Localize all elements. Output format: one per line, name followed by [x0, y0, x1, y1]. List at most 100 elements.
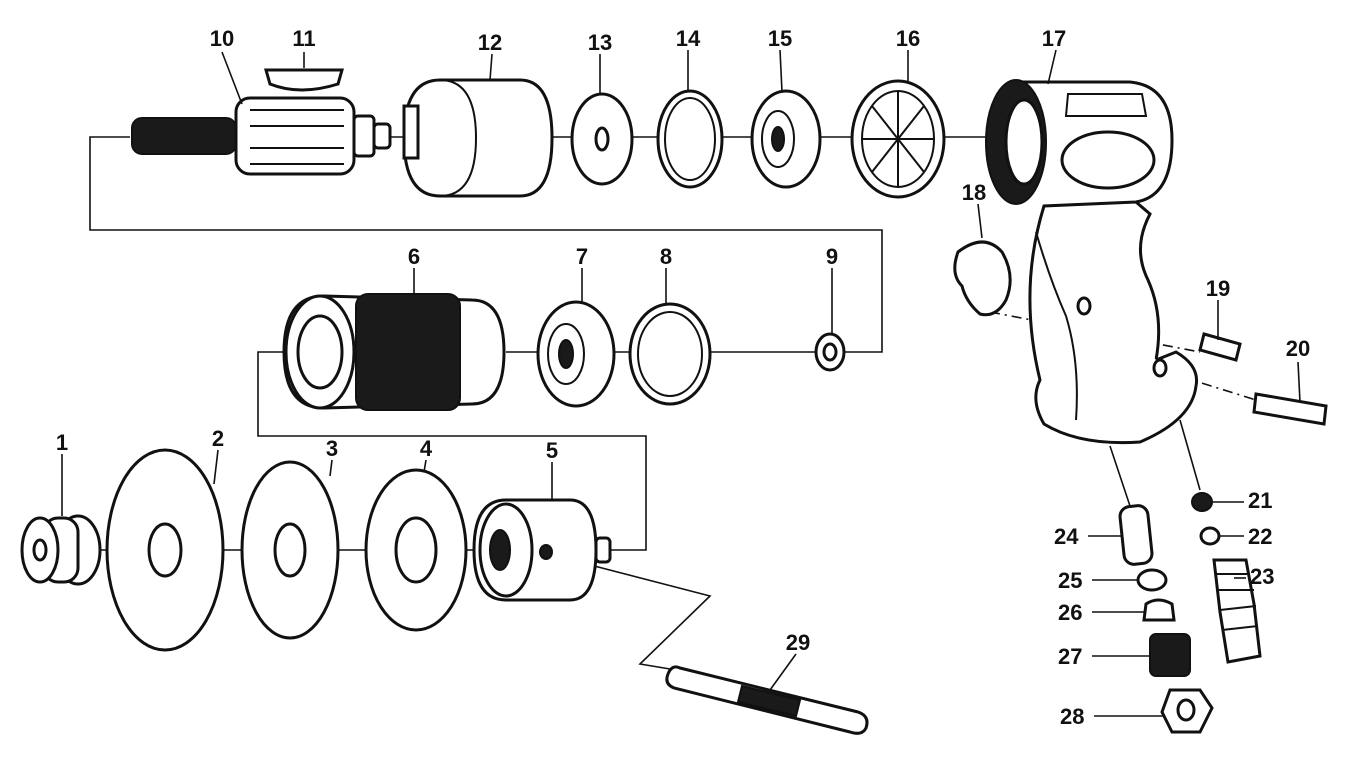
part-13-end-plate — [570, 92, 634, 186]
pin-19-body — [1198, 332, 1242, 362]
ring-outer — [656, 89, 724, 189]
callout-1: 1 — [56, 430, 68, 455]
callout-4: 4 — [420, 436, 433, 461]
callout-labels: 1 2 3 4 5 6 7 8 9 10 11 12 13 14 15 16 1… — [56, 26, 1310, 729]
trigger-body — [953, 240, 1012, 317]
part-18-trigger — [953, 240, 1012, 317]
cylinder-slot — [402, 104, 420, 160]
spindle5-bore — [489, 529, 511, 571]
part-7-bearing — [536, 300, 616, 408]
part-11-vane — [264, 68, 344, 92]
callout-16: 16 — [896, 26, 920, 51]
route-part5-to-part29 — [547, 553, 712, 673]
leader-18 — [977, 203, 983, 239]
callout-26: 26 — [1058, 600, 1082, 625]
bearing-race — [761, 110, 795, 168]
nut-28-bore — [1176, 698, 1196, 722]
housing-pin-hole-2 — [1152, 358, 1168, 378]
part-22-seal — [1199, 526, 1221, 546]
part-16-muffler-ring — [850, 79, 946, 199]
leader-10 — [221, 51, 243, 105]
spindle5-hole — [539, 544, 553, 560]
leader-3 — [329, 459, 333, 477]
callout-18: 18 — [962, 180, 986, 205]
callout-2: 2 — [212, 426, 224, 451]
part-17-housing — [985, 79, 1199, 445]
callout-27: 27 — [1058, 644, 1082, 669]
callout-23: 23 — [1250, 564, 1274, 589]
part-19-pin — [1198, 332, 1242, 362]
part-29-wrench — [665, 665, 869, 735]
housing-pin-hole-1 — [1076, 296, 1092, 316]
part-12-cylinder — [402, 78, 554, 198]
route-middle-to-bottom — [257, 351, 647, 551]
leader-12 — [489, 53, 493, 81]
plug-21-axis — [1179, 419, 1201, 491]
part-14-ring — [656, 89, 724, 189]
part-3-disc — [240, 460, 340, 640]
disc3-bore — [273, 522, 307, 578]
callout-12: 12 — [478, 30, 502, 55]
washer9-bore — [822, 342, 838, 362]
part-5-spindle-housing — [472, 498, 612, 602]
bearing7-outer — [536, 300, 616, 408]
part-8-ring — [628, 302, 712, 406]
part-9-washer — [814, 332, 846, 372]
pin-20-body — [1252, 392, 1328, 426]
bearing7-bore — [558, 339, 574, 369]
part-4-flange — [364, 468, 468, 632]
rotor-end-stub — [372, 122, 392, 150]
ring8-outer — [628, 302, 712, 406]
callout-20: 20 — [1286, 336, 1310, 361]
callout-8: 8 — [660, 244, 672, 269]
disc2-bore — [147, 522, 183, 578]
cyl6-knurled-band — [355, 293, 461, 411]
rotor-threaded-shaft — [131, 117, 237, 155]
ring-inner — [664, 97, 716, 181]
plate-bore — [594, 126, 610, 152]
part-23-fitting — [1212, 558, 1262, 664]
cylinder-body — [402, 78, 554, 198]
callout-25: 25 — [1058, 568, 1082, 593]
part-2-disc — [105, 448, 225, 652]
callout-3: 3 — [326, 436, 338, 461]
part-25-washer — [1136, 568, 1168, 592]
callout-leaders — [61, 49, 1301, 717]
callout-7: 7 — [576, 244, 588, 269]
route-top-to-middle — [89, 136, 883, 353]
leader-20 — [1297, 361, 1301, 403]
leader-29 — [769, 653, 797, 691]
pin-24-body — [1118, 504, 1154, 566]
pin-24-axis — [1109, 445, 1131, 507]
housing-window — [1060, 130, 1156, 190]
wrench29-knurl — [736, 684, 802, 718]
housing-trigger-channel — [1035, 231, 1078, 421]
plug-21-body — [1191, 492, 1213, 512]
spring-27-body — [1149, 633, 1191, 677]
part-6-cylinder-body — [282, 293, 506, 411]
fitting-23-threads — [1216, 573, 1259, 631]
part-10-rotor — [131, 96, 392, 176]
housing-bore — [1004, 98, 1044, 186]
callout-13: 13 — [588, 30, 612, 55]
vane-blade — [264, 68, 344, 92]
callout-17: 17 — [1042, 26, 1066, 51]
callout-6: 6 — [408, 244, 420, 269]
washer-25-body — [1136, 568, 1168, 592]
callout-15: 15 — [768, 26, 792, 51]
part-1-nut — [20, 514, 102, 586]
housing-grip — [1028, 205, 1199, 445]
callout-28: 28 — [1060, 704, 1084, 729]
flange4-bore — [394, 516, 438, 584]
seal-22-body — [1199, 526, 1221, 546]
part-21-plug — [1191, 492, 1213, 512]
part-26-valve — [1142, 598, 1176, 622]
cyl6-bore — [296, 314, 344, 390]
valve-26-body — [1142, 598, 1176, 622]
part-24-pin — [1118, 504, 1154, 566]
callout-9: 9 — [826, 244, 838, 269]
bearing7-race — [547, 323, 585, 385]
bearing-bore — [771, 126, 785, 152]
